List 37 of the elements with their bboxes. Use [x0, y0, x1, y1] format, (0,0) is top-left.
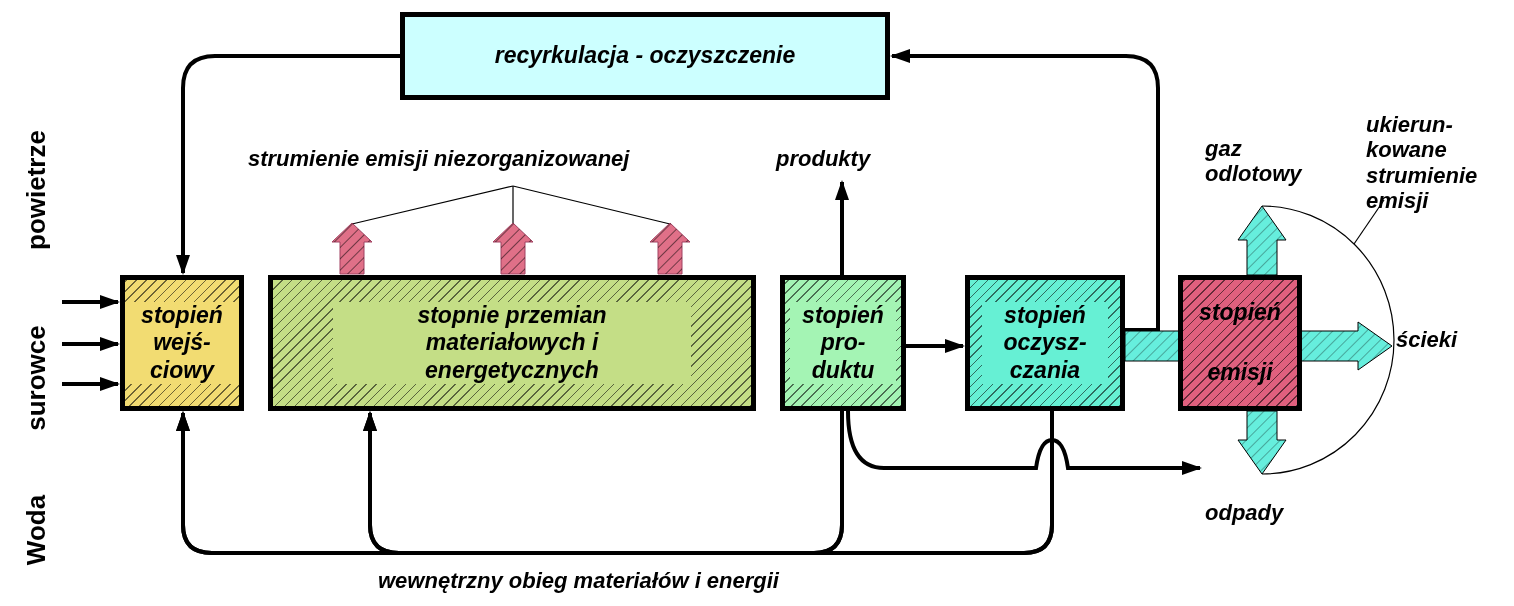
input-label: powietrze	[20, 130, 52, 250]
box-label: recyrkulacja - oczyszczenie	[494, 42, 796, 70]
arrow	[62, 337, 120, 351]
leader-line	[351, 185, 514, 225]
arrow	[890, 49, 1160, 332]
arrow	[62, 377, 120, 391]
box-label: stopień pro- duktu	[790, 301, 896, 385]
leader-line	[512, 185, 514, 225]
callout-label: strumienie emisji niezorganizowanej	[248, 146, 758, 176]
process-box	[268, 275, 756, 411]
arrow	[906, 339, 965, 353]
leader-line	[1353, 199, 1385, 245]
box-label: stopień wejś- ciowy	[125, 301, 239, 385]
box-label: stopnie przemian materiałowych i energetycznych	[333, 301, 691, 385]
output-label: gaz odlotowy	[1205, 136, 1335, 194]
stream-arrow	[1237, 410, 1287, 475]
arrow	[176, 54, 400, 275]
arrow	[363, 411, 844, 555]
input-label: surowce	[20, 325, 52, 431]
process-box	[400, 12, 890, 100]
box-label: stopień oczysz- czania	[982, 301, 1108, 385]
process-box	[780, 275, 906, 411]
output-label: odpady	[1205, 500, 1325, 532]
input-label: Woda	[20, 494, 52, 566]
arrow	[835, 180, 849, 275]
process-box	[120, 275, 244, 411]
loop-label: wewnętrzny obieg materiałów i energii	[378, 568, 779, 594]
process-box	[965, 275, 1125, 411]
output-label: produkty	[776, 146, 906, 176]
arrow	[846, 410, 1202, 475]
stream-arrow	[1237, 205, 1287, 276]
output-label: ścieki	[1396, 327, 1486, 357]
process-box	[1178, 275, 1302, 411]
callout-label: ukierun- kowane strumienie emisji	[1366, 112, 1512, 252]
arrow	[62, 295, 120, 309]
leader-line	[512, 185, 671, 225]
box-label: stopień emisji	[1198, 298, 1282, 387]
